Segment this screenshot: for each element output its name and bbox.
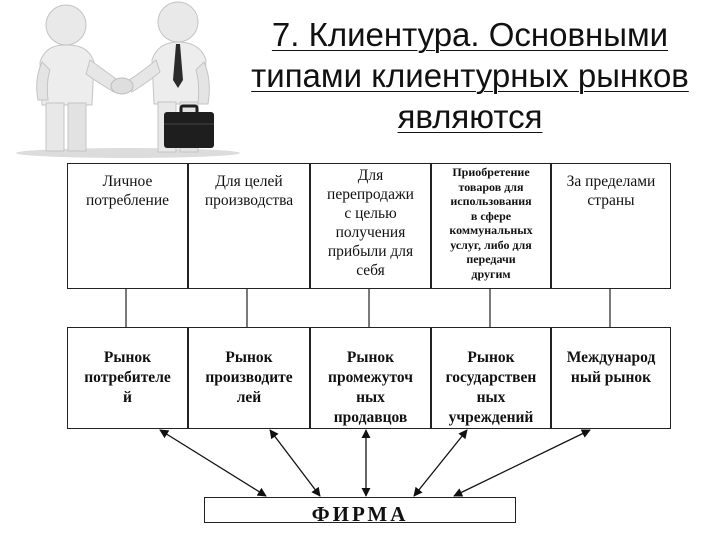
- double-arrow: [453, 429, 591, 497]
- market-cell: Рынок государствен ных учреждений: [431, 327, 551, 429]
- market-label: Рынок промежуточ ных продавцов: [328, 349, 413, 426]
- market-cell: Рынок потребителе й: [67, 327, 188, 429]
- consumer-type-label: За пределами страны: [566, 173, 656, 209]
- double-arrows: [159, 429, 591, 497]
- consumer-type-cell: За пределами страны: [551, 163, 671, 289]
- market-cell: Международ ный рынок: [551, 327, 671, 429]
- market-label: Рынок государствен ных учреждений: [445, 349, 537, 426]
- market-cell: Рынок производите лей: [188, 327, 310, 429]
- market-label: Международ ный рынок: [566, 349, 656, 386]
- vertical-connectors: [125, 289, 611, 327]
- market-label: Рынок потребителе й: [84, 349, 171, 406]
- double-arrow: [269, 429, 321, 497]
- consumer-type-label: Для целей производства: [204, 173, 294, 209]
- market-label: Рынок производите лей: [205, 349, 293, 406]
- handshake-illustration: [16, 1, 240, 158]
- double-arrow: [413, 429, 468, 497]
- slide-title: 7. Клиентура. Основными типами клиентурн…: [251, 16, 689, 135]
- firm-box: ФИРМА: [204, 497, 516, 523]
- consumer-type-cell: Для целей производства: [188, 163, 310, 289]
- consumer-type-label: Личное потребление: [85, 173, 170, 209]
- market-cell: Рынок промежуточ ных продавцов: [310, 327, 431, 429]
- double-arrow: [159, 429, 267, 497]
- consumer-type-cell: Приобретение товаров для использования в…: [431, 163, 551, 289]
- consumer-type-cell: Для перепродажи с целью получения прибыл…: [310, 163, 431, 289]
- consumer-type-cell: Личное потребление: [67, 163, 188, 289]
- handshake-businessmen-icon: [16, 1, 240, 158]
- consumer-type-label: Для перепродажи с целью получения прибыл…: [327, 167, 414, 279]
- consumer-type-label: Приобретение товаров для использования в…: [449, 165, 533, 281]
